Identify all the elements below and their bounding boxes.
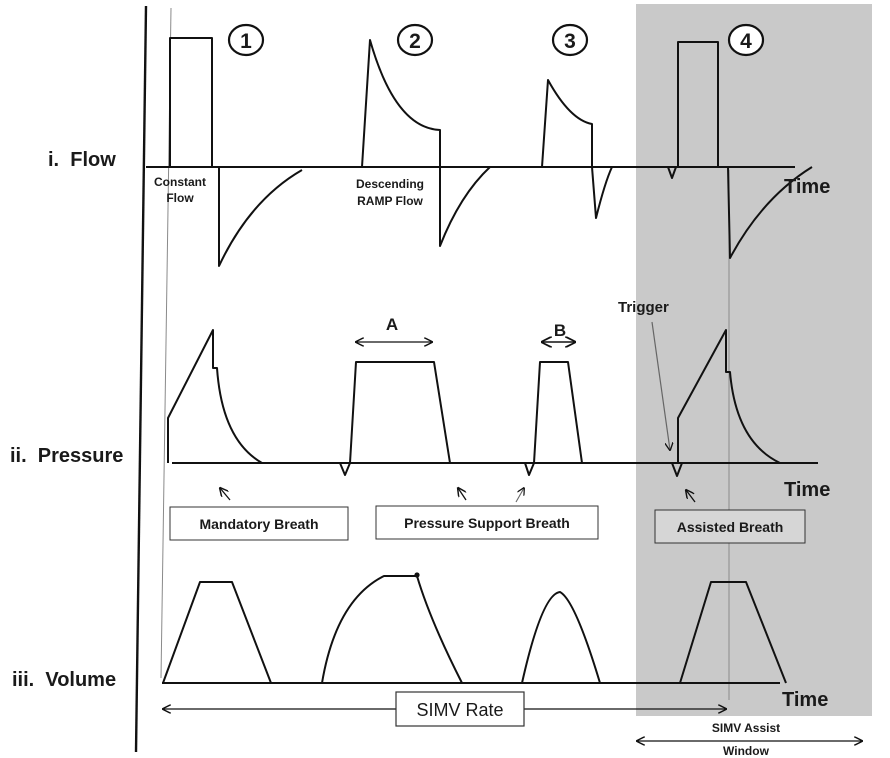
flow-trace-breath-3: [541, 79, 593, 168]
pressure-trace-assisted: [677, 329, 781, 464]
breath-number-4: 4: [740, 30, 752, 53]
breath-circle-1: [227, 23, 265, 57]
pressure-b-label: B: [554, 321, 566, 340]
assist-window-label-line1: SIMV Assist: [712, 721, 780, 735]
volume-trace-breath-3: [521, 591, 601, 684]
support-pointer-arrow-1: [458, 488, 467, 501]
assist-window-label-line2: Window: [723, 744, 770, 758]
mandatory-breath-text: Mandatory Breath: [199, 516, 318, 532]
simv-rate-text: SIMV Rate: [416, 700, 503, 720]
constant-flow-label-line2: Flow: [166, 191, 194, 205]
ramp-flow-label-line2: RAMP Flow: [357, 194, 423, 208]
pressure-time-label: Time: [784, 479, 830, 501]
volume-axis-label: iii. Volume: [12, 669, 116, 691]
mandatory-breath-box: [169, 506, 349, 541]
ramp-flow-label-line1: Descending: [356, 177, 424, 191]
flow-exhale-breath-2: [439, 166, 491, 247]
breath-circle-4: [727, 23, 765, 57]
assist-window-shade: [636, 4, 872, 716]
flow-exhale-breath-1: [218, 167, 303, 267]
volume-peak-marker: [414, 572, 420, 578]
pressure-trigger-dip: [671, 462, 683, 477]
pressure-trace-mandatory: [167, 329, 263, 464]
volume-time-label: Time: [782, 689, 828, 711]
volume-trace-breath-2: [321, 575, 463, 684]
pressure-support-box: [375, 505, 599, 540]
simv-rate-box: [395, 691, 525, 727]
pressure-a-label: A: [386, 315, 398, 334]
assisted-pointer-arrow: [686, 490, 696, 503]
pressure-trace-support-a: [339, 361, 451, 476]
breath-number-3: 3: [564, 30, 576, 53]
vertical-axis: [134, 5, 148, 753]
assisted-breath-text: Assisted Breath: [677, 519, 784, 535]
volume-trace-breath-4: [679, 581, 787, 684]
assisted-breath-box: [654, 509, 806, 544]
flow-trigger-dip-breath-4: [667, 166, 677, 179]
flow-trace-breath-4: [677, 41, 719, 167]
flow-trace-breath-1: [169, 37, 213, 167]
mandatory-pointer-arrow: [220, 488, 231, 501]
volume-trace-breath-1: [162, 581, 272, 684]
flow-trace-breath-2: [361, 39, 441, 168]
flow-exhale-breath-3: [591, 166, 613, 219]
breath-circle-3: [551, 23, 589, 57]
breath-number-2: 2: [409, 30, 421, 53]
trigger-label: Trigger: [618, 299, 669, 316]
pressure-trace-support-b: [524, 361, 583, 476]
pressure-axis-label: ii. Pressure: [10, 445, 123, 467]
breath-circle-2: [396, 23, 434, 57]
trigger-arrow: [651, 321, 670, 450]
flow-time-label: Time: [784, 176, 830, 198]
constant-flow-label-line1: Constant: [154, 175, 206, 189]
pressure-support-text: Pressure Support Breath: [404, 515, 570, 531]
support-pointer-arrow-2: [515, 488, 524, 503]
flow-axis-label: i. Flow: [48, 149, 116, 171]
breath-number-1: 1: [240, 30, 252, 53]
flow-exhale-breath-4: [727, 166, 813, 259]
